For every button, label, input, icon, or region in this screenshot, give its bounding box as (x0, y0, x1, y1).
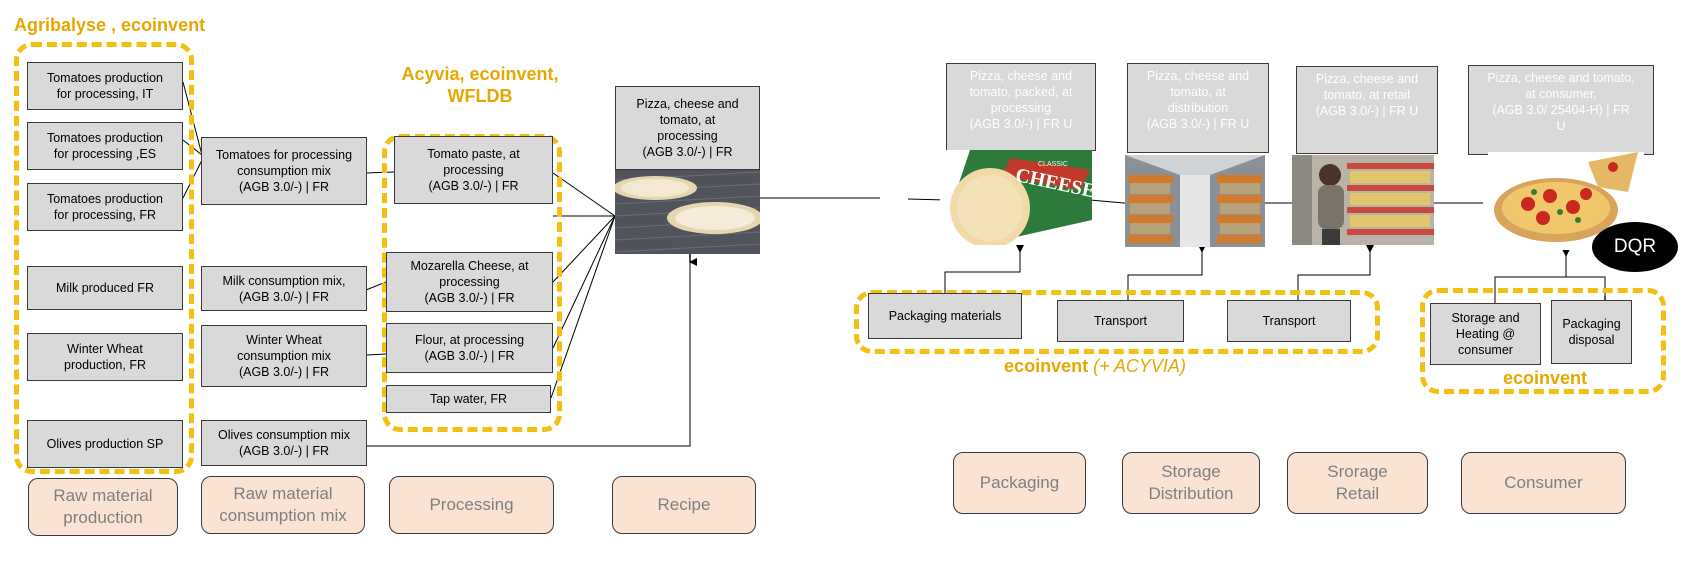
consumer-group-border (1420, 288, 1666, 394)
proc-box-tomato-paste: Tomato paste, at processing (AGB 3.0/-) … (394, 136, 553, 204)
source-label-ecoinvent-consumer: ecoinvent (1502, 368, 1588, 388)
pizza-box-photo: CLASSIC CHEESE (940, 150, 1092, 245)
input-transport-retail: Transport (1227, 300, 1351, 342)
pizza-production-photo (615, 170, 760, 254)
phase-storage-retail: Srorage Retail (1287, 452, 1428, 514)
raw-production-group-border (14, 42, 194, 474)
transport-group-border (854, 290, 1380, 354)
raw-box-tomatoes-it: Tomatoes production for processing, IT (27, 62, 183, 110)
warehouse-photo (1125, 155, 1265, 247)
phase-raw-material-consumption-mix: Raw material consumption mix (201, 476, 365, 534)
source-label-acyvia: Acyvia, ecoinvent, WFLDB (401, 64, 559, 106)
phase-consumer: Consumer (1461, 452, 1626, 514)
stage-box-packed: Pizza, cheese and tomato, packed, at pro… (946, 63, 1096, 151)
stage-box-retail: Pizza, cheese and tomato, at retail (AGB… (1296, 66, 1438, 154)
raw-box-tomatoes-es: Tomatoes production for processing ,ES (27, 122, 183, 170)
source-label-ecoinvent-acyvia-text: ecoinvent (+ ACYVIA) (1004, 356, 1186, 376)
mix-box-wheat: Winter Wheat consumption mix (AGB 3.0/-)… (201, 325, 367, 387)
mix-box-tomatoes: Tomatoes for processing consumption mix … (201, 137, 367, 205)
phase-packaging: Packaging (953, 452, 1086, 514)
supermarket-photo (1292, 155, 1434, 245)
dqr-badge: DQR (1592, 222, 1678, 272)
raw-box-olives: Olives production SP (27, 420, 183, 468)
pizza-box-brand: CLASSIC (1038, 161, 1068, 168)
stage-box-consumer: Pizza, cheese and tomato, at consumer, (… (1468, 65, 1654, 155)
raw-box-wheat: Winter Wheat production, FR (27, 333, 183, 381)
phase-recipe: Recipe (612, 476, 756, 534)
source-label-ecoinvent-acyvia: ecoinvent (+ ACYVIA) (985, 355, 1205, 377)
proc-box-mozzarella: Mozarella Cheese, at processing (AGB 3.0… (386, 252, 553, 312)
phase-storage-distribution: Storage Distribution (1122, 452, 1260, 514)
raw-box-milk: Milk produced FR (27, 266, 183, 310)
phase-processing: Processing (389, 476, 554, 534)
input-storage-heating: Storage and Heating @ consumer (1430, 303, 1541, 365)
input-transport-distribution: Transport (1057, 300, 1184, 342)
mix-box-milk: Milk consumption mix, (AGB 3.0/-) | FR (201, 266, 367, 311)
proc-box-flour: Flour, at processing (AGB 3.0/-) | FR (386, 323, 553, 373)
input-packaging-materials: Packaging materials (868, 293, 1022, 339)
mix-box-olives: Olives consumption mix (AGB 3.0/-) | FR (201, 420, 367, 466)
recipe-box: Pizza, cheese and tomato, at processing … (615, 86, 760, 170)
source-label-agribalyse: Agribalyse , ecoinvent (14, 15, 206, 35)
input-packaging-disposal: Packaging disposal (1551, 300, 1632, 364)
raw-box-tomatoes-fr: Tomatoes production for processing, FR (27, 183, 183, 231)
phase-raw-material-production: Raw material production (28, 478, 178, 536)
proc-box-tap-water: Tap water, FR (386, 385, 551, 413)
stage-box-distribution: Pizza, cheese and tomato, at distributio… (1127, 63, 1269, 153)
